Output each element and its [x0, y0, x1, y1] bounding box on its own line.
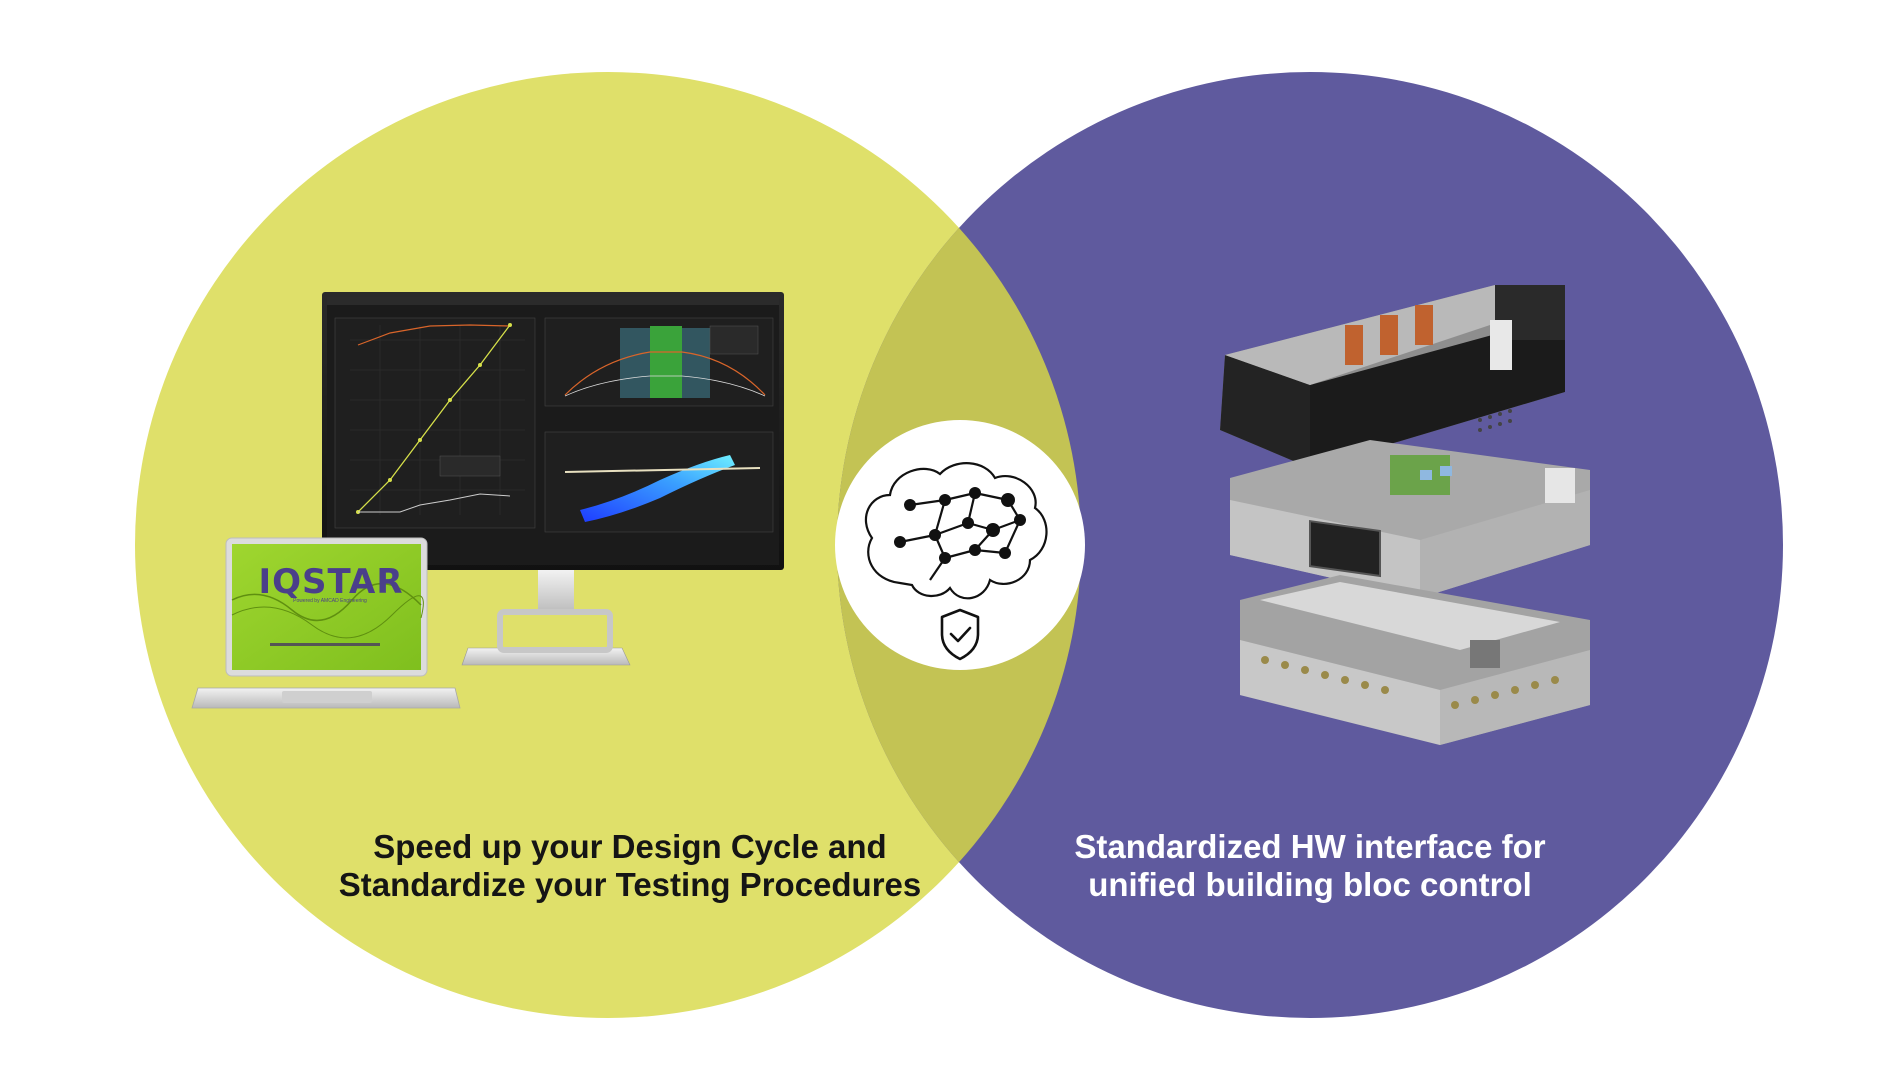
laptop-logo: IQSTAR	[258, 562, 404, 602]
right-caption: Standardized HW interface for unified bu…	[960, 828, 1660, 904]
left-caption: Speed up your Design Cycle and Standardi…	[250, 828, 1010, 904]
laptop-logo-subtitle: Powered by AMCAD Engineering	[293, 598, 367, 604]
brain-network-nodes	[894, 487, 1026, 564]
laptop-illustration	[191, 537, 461, 709]
right-caption-line2: unified building bloc control	[1088, 866, 1532, 903]
shield-check-icon	[940, 608, 980, 661]
left-caption-line2: Standardize your Testing Procedures	[338, 866, 922, 903]
left-caption-line1: Speed up your Design Cycle and	[373, 828, 887, 865]
rack-hardware-illustration	[1220, 285, 1590, 745]
right-caption-line1: Standardized HW interface for	[1074, 828, 1546, 865]
center-badge	[835, 420, 1085, 670]
monitor-illustration	[322, 292, 784, 666]
